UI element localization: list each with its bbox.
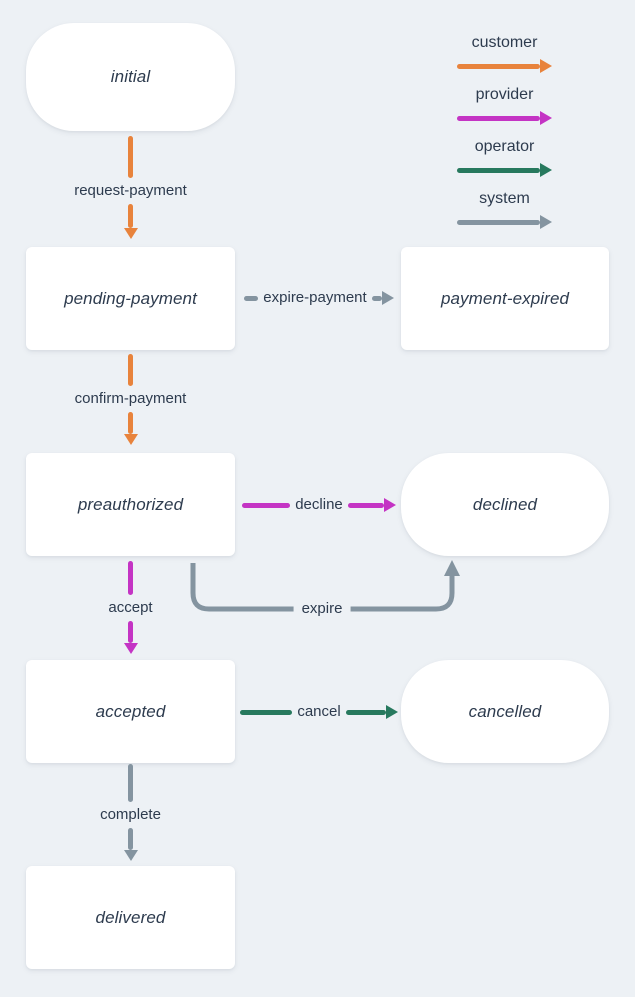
- arrow-head-icon: [123, 228, 138, 239]
- state-label: accepted: [95, 701, 166, 721]
- state-label: cancelled: [468, 701, 542, 721]
- arrow-head-icon: [383, 498, 396, 512]
- state-cancelled: cancelled: [401, 660, 609, 763]
- transition-label: decline: [295, 496, 343, 513]
- arrow-line: [457, 167, 540, 173]
- state-declined: declined: [401, 453, 609, 556]
- arrow-line: [457, 115, 540, 121]
- state-initial: initial: [26, 23, 235, 131]
- arrow-line: [242, 502, 291, 508]
- state-label: delivered: [95, 907, 166, 927]
- legend-label-system: system: [479, 190, 530, 207]
- arrow-line: [128, 412, 133, 434]
- transition-confirm-payment: confirm-payment: [30, 354, 231, 445]
- arrow-line: [347, 502, 384, 508]
- state-label: payment-expired: [440, 288, 570, 308]
- down-arrow-icon: [123, 621, 138, 654]
- arrow-head-icon: [385, 705, 398, 719]
- transition-label: expire-payment: [263, 289, 367, 306]
- transition-expire-payment: expire-payment: [240, 287, 398, 309]
- arrow-line: [345, 709, 386, 715]
- transition-label: request-payment: [74, 182, 187, 199]
- arrow-head-icon: [123, 850, 138, 861]
- arrow-head-icon: [444, 560, 460, 576]
- state-label: pending-payment: [64, 288, 197, 308]
- legend-item-customer: customer: [457, 33, 552, 73]
- arrow-head-icon: [540, 163, 552, 177]
- arrow-line: [128, 354, 133, 386]
- state-label: declined: [472, 494, 538, 514]
- arrow-line: [244, 295, 259, 301]
- legend-item-operator: operator: [457, 137, 552, 177]
- arrow-line: [457, 63, 540, 69]
- right-arrow-icon: [371, 291, 394, 305]
- legend-item-system: system: [457, 189, 552, 229]
- arrow-head-icon: [123, 643, 138, 654]
- transition-cancel: cancel: [240, 701, 398, 723]
- transition-request-payment: request-payment: [30, 136, 231, 239]
- transition-complete: complete: [30, 764, 231, 861]
- transition-label-expire: expire: [293, 599, 351, 619]
- state-label: preauthorized: [77, 494, 184, 514]
- arrow-line: [240, 709, 293, 715]
- arrow-head-icon: [123, 434, 138, 445]
- down-arrow-icon: [123, 412, 138, 445]
- arrow-line: [128, 621, 133, 643]
- provider-arrow-icon: [457, 111, 552, 125]
- state-payment-expired: payment-expired: [401, 247, 609, 350]
- legend-label-operator: operator: [474, 138, 535, 155]
- arrow-line: [371, 295, 382, 301]
- state-pending-payment: pending-payment: [26, 247, 235, 350]
- arrow-line: [457, 219, 540, 225]
- arrow-line: [128, 828, 133, 850]
- right-arrow-icon: [347, 498, 396, 512]
- arrow-line: [128, 136, 133, 178]
- down-arrow-icon: [123, 828, 138, 861]
- transition-accept: accept: [30, 561, 231, 654]
- state-preauthorized: preauthorized: [26, 453, 235, 556]
- transition-label: accept: [108, 599, 153, 616]
- arrow-line: [128, 764, 133, 802]
- down-arrow-icon: [123, 204, 138, 239]
- legend: customer provider operator system: [456, 33, 553, 241]
- arrow-head-icon: [540, 111, 552, 125]
- system-arrow-icon: [457, 215, 552, 229]
- arrow-head-icon: [381, 291, 394, 305]
- arrow-line: [128, 561, 133, 595]
- right-arrow-icon: [345, 705, 398, 719]
- state-delivered: delivered: [26, 866, 235, 969]
- operator-arrow-icon: [457, 163, 552, 177]
- customer-arrow-icon: [457, 59, 552, 73]
- state-accepted: accepted: [26, 660, 235, 763]
- transition-decline: decline: [240, 494, 398, 516]
- arrow-head-icon: [540, 215, 552, 229]
- transition-label: complete: [100, 806, 161, 823]
- transition-label: cancel: [297, 703, 341, 720]
- state-label: initial: [110, 67, 151, 86]
- arrow-line: [128, 204, 133, 228]
- legend-item-provider: provider: [457, 85, 552, 125]
- legend-label-provider: provider: [475, 86, 534, 103]
- legend-label-customer: customer: [471, 34, 538, 51]
- arrow-head-icon: [540, 59, 552, 73]
- transition-label: confirm-payment: [74, 390, 187, 407]
